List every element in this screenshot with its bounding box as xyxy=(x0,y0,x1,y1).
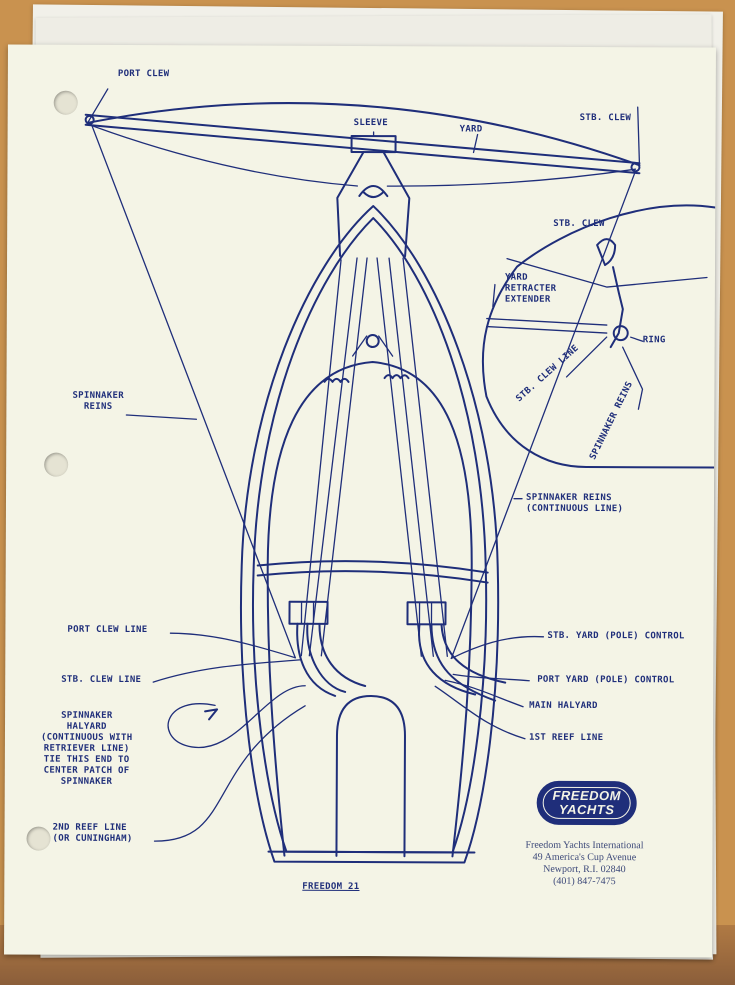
cockpit-outline xyxy=(266,361,473,858)
leader-port-yard-control xyxy=(452,673,530,682)
leader-spinnaker-reins-left xyxy=(125,414,198,420)
address-phone: (401) 847-7475 xyxy=(553,875,616,888)
label-inset-stb-clew: STB. CLEW xyxy=(553,218,605,230)
port-clew-ring xyxy=(84,114,95,125)
label-stb-clew-line: STB. CLEW LINE xyxy=(61,674,142,686)
inset-spinnaker-reins-line xyxy=(622,346,644,410)
deck-line-1 xyxy=(300,259,342,657)
inset-detail-circle xyxy=(481,204,716,469)
leader-first-reef xyxy=(434,685,526,740)
starboard-rope-tails xyxy=(418,623,507,702)
address-city: Newport, R.I. 02840 xyxy=(543,863,626,876)
label-freedom-21: FREEDOM 21 xyxy=(302,881,360,893)
label-spinnaker-halyard: SPINNAKER HALYARD (CONTINUOUS WITH RETRI… xyxy=(40,710,133,787)
port-clew-edge xyxy=(86,88,109,124)
inset-stb-clew-line xyxy=(565,336,608,378)
leader-stb-yard-control xyxy=(450,635,545,660)
label-port-clew: PORT CLEW xyxy=(117,68,170,80)
rope-clutch-port xyxy=(288,600,329,625)
inset-yard-line xyxy=(486,317,608,326)
leader-yard xyxy=(472,133,479,154)
inset-hardware-chain xyxy=(609,266,624,349)
companionway-arch xyxy=(335,695,406,858)
label-yard-retracter-extender: YARD RETRACTER EXTENDER xyxy=(504,272,557,305)
inset-yard-line-2 xyxy=(486,325,608,334)
spinnaker-foot-left xyxy=(88,124,359,187)
rope-clutch-starboard xyxy=(406,601,447,626)
label-stb-yard-control: STB. YARD (POLE) CONTROL xyxy=(547,630,685,642)
label-first-reef-line: 1ST REEF LINE xyxy=(528,732,604,744)
sleeve-bridle-left xyxy=(336,151,365,257)
leader-port-clew-line xyxy=(169,632,296,659)
sleeve-knot xyxy=(358,185,389,199)
label-spinnaker-reins-right: SPINNAKER REINS (CONTINUOUS LINE) xyxy=(525,492,624,515)
address-company: Freedom Yachts International xyxy=(525,839,644,852)
inset-clew-shackle xyxy=(596,238,617,267)
deck-line-6 xyxy=(402,257,448,658)
spinnaker-head-curve xyxy=(86,102,641,167)
inset-leader-ring xyxy=(630,336,644,342)
inset-sail-edge xyxy=(506,257,708,288)
mast-step xyxy=(365,334,380,349)
halyard-arrow xyxy=(204,708,219,721)
deck-line-4 xyxy=(376,257,422,657)
diagram-sheet: PORT CLEW STB. CLEW SLEEVE YARD STB. CLE… xyxy=(4,44,716,958)
leader-main-halyard xyxy=(444,679,524,708)
deck-cleats-left xyxy=(323,377,350,383)
freedom-yachts-logo: FREEDOM YACHTS xyxy=(536,780,637,826)
mast-shroud-left xyxy=(351,335,368,357)
traveler-beam-bottom xyxy=(256,570,489,584)
leader-spinnaker-halyard xyxy=(167,685,306,749)
label-port-clew-line: PORT CLEW LINE xyxy=(67,624,148,636)
hull-outline xyxy=(239,205,500,864)
sleeve-bridle-right xyxy=(382,151,411,258)
deck-line-5 xyxy=(388,257,434,657)
deck-line-3 xyxy=(320,257,368,657)
inset-leader-yard xyxy=(492,283,496,308)
leader-stb-clew-line xyxy=(152,659,302,683)
transom-line xyxy=(267,850,476,854)
leader-second-reef xyxy=(153,705,306,842)
label-spinnaker-reins-left: SPINNAKER REINS xyxy=(72,390,124,412)
yard-pole-lower xyxy=(84,123,641,175)
spinnaker-reins-port xyxy=(90,124,296,659)
label-port-yard-control: PORT YARD (POLE) CONTROL xyxy=(537,674,675,686)
label-yard: YARD xyxy=(459,124,483,135)
spinnaker-foot-right xyxy=(386,168,637,187)
label-ring: RING xyxy=(642,335,666,346)
company-address: Freedom Yachts International 49 America'… xyxy=(509,840,659,889)
rigging-diagram xyxy=(84,88,716,864)
deck-line-2 xyxy=(308,257,358,657)
address-street: 49 America's Cup Avenue xyxy=(532,851,637,864)
inset-ring xyxy=(612,325,629,342)
label-sleeve: SLEEVE xyxy=(353,117,388,129)
deck-cleats-right xyxy=(383,374,410,380)
label-main-halyard: MAIN HALYARD xyxy=(529,700,598,712)
hull-deck-line xyxy=(251,217,488,854)
label-stb-clew: STB. CLEW xyxy=(579,112,632,124)
yard-pole-upper xyxy=(84,113,641,165)
label-second-reef-line: 2ND REEF LINE (OR CUNINGHAM) xyxy=(52,822,133,845)
logo-line-2: YACHTS xyxy=(558,801,615,818)
mast-shroud-right xyxy=(378,335,394,357)
traveler-beam-top xyxy=(256,560,489,574)
stb-clew-edge xyxy=(637,106,641,166)
port-rope-tails xyxy=(296,622,367,697)
spinnaker-reins-stb xyxy=(450,170,637,660)
